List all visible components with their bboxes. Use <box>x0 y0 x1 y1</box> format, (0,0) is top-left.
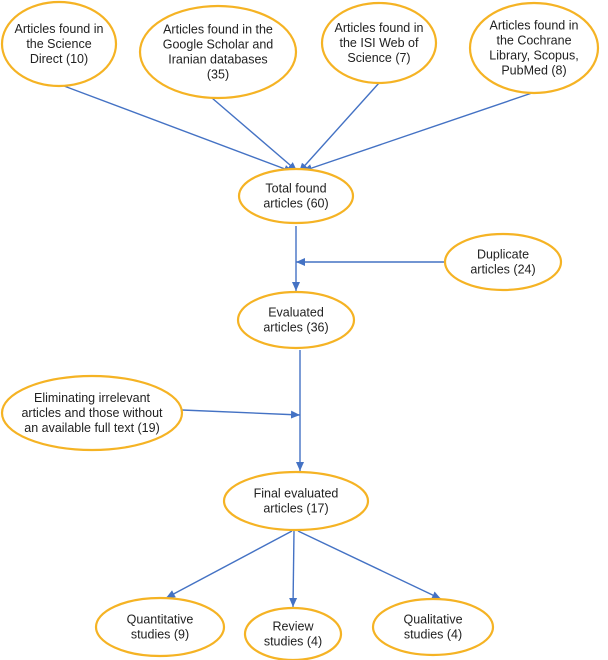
node-qualitative-shape <box>371 597 495 657</box>
node-google-scholar-label-line: Articles found in the <box>163 23 273 37</box>
arrow-final-to-qualitative <box>297 530 442 600</box>
node-review-label-line: studies (4) <box>264 635 322 649</box>
node-duplicate-shape <box>443 232 563 292</box>
node-total-found-shape <box>237 167 355 225</box>
arrow-google-scholar-to-total-found <box>211 97 298 172</box>
node-duplicate-label-line: articles (24) <box>470 263 535 277</box>
node-evaluated-label-line: articles (36) <box>263 321 328 335</box>
node-final-shape <box>222 470 370 532</box>
node-evaluated-shape <box>236 290 356 350</box>
node-qualitative-label-line: studies (4) <box>404 628 462 642</box>
node-science-direct-label-line: the Science <box>26 37 91 51</box>
node-cochrane-label-line: Library, Scopus, <box>489 49 578 63</box>
arrow-science-direct-to-total-found <box>63 85 294 173</box>
node-science-direct-label-line: Direct (10) <box>30 52 88 66</box>
node-eliminating-label-line: articles and those without <box>21 406 163 420</box>
node-final-label-line: articles (17) <box>263 502 328 516</box>
node-google-scholar-shape <box>138 4 298 100</box>
edges-layer <box>63 82 533 608</box>
node-google-scholar-label-line: Iranian databases <box>168 53 267 67</box>
node-evaluated-label-line: Evaluated <box>268 306 324 320</box>
node-science-direct-label-line: Articles found in <box>15 22 104 36</box>
node-eliminating-shape <box>0 374 184 452</box>
node-eliminating-label-line: an available full text (19) <box>24 421 160 435</box>
node-quantitative-label-line: studies (9) <box>131 628 189 642</box>
arrow-final-to-review <box>289 530 298 608</box>
node-isi-label-line: the ISI Web of <box>340 36 420 50</box>
node-isi-label-line: Science (7) <box>347 51 410 65</box>
node-cochrane-shape <box>468 1 600 95</box>
node-quantitative-label-line: Quantitative <box>127 613 194 627</box>
node-qualitative-label-line: Qualitative <box>403 613 462 627</box>
node-cochrane-label-line: PubMed (8) <box>501 64 566 78</box>
node-cochrane-label-line: Articles found in <box>490 19 579 33</box>
node-isi-shape <box>320 1 438 85</box>
node-quantitative-shape <box>94 596 226 658</box>
arrow-eliminating-to-final <box>181 409 301 419</box>
node-total-found-label-line: articles (60) <box>263 197 328 211</box>
arrow-isi-to-total-found <box>298 82 380 173</box>
node-google-scholar-label-line: Google Scholar and <box>163 38 274 52</box>
node-final-label-line: Final evaluated <box>254 487 339 501</box>
node-cochrane-label-line: the Cochrane <box>496 34 571 48</box>
node-isi-label-line: Articles found in <box>335 21 424 35</box>
node-review-shape <box>243 606 343 660</box>
node-eliminating-label-line: Eliminating irrelevant <box>34 391 151 405</box>
arrow-cochrane-to-total-found <box>302 92 533 172</box>
node-total-found-label-line: Total found <box>265 182 326 196</box>
node-science-direct-shape <box>0 0 118 88</box>
node-review-label-line: Review <box>273 620 315 634</box>
arrow-final-to-quantitative <box>165 530 293 599</box>
node-google-scholar-label-line: (35) <box>207 68 229 82</box>
node-duplicate-label-line: Duplicate <box>477 248 529 262</box>
